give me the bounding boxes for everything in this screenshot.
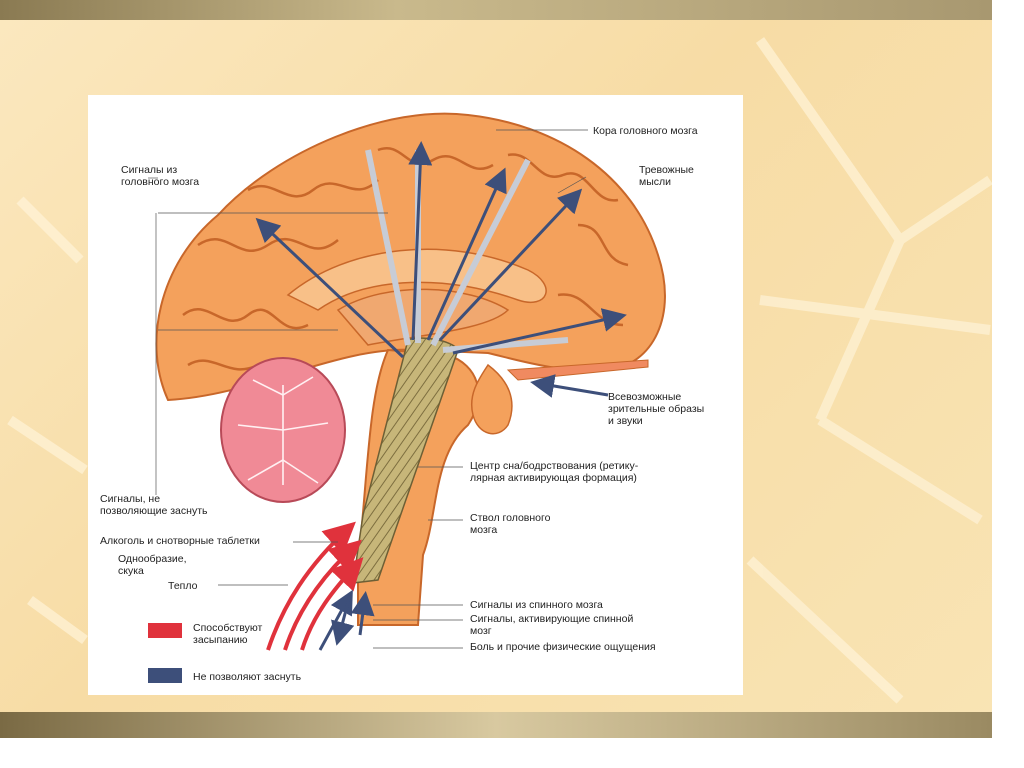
label-visual-sounds: Всевозможные зрительные образы и звуки xyxy=(608,391,705,427)
background-decoration xyxy=(7,37,992,704)
blue-arrows-up xyxy=(255,141,627,359)
label-anxious-thoughts: Тревожные мысли xyxy=(639,164,694,188)
legend-swatch-promote xyxy=(148,623,182,638)
bottom-margin xyxy=(0,738,1024,768)
legend-label-promote: Способствуют засыпанию xyxy=(193,622,263,646)
label-pain: Боль и прочие физические ощущения xyxy=(470,641,656,653)
label-no-sleep-signals: Сигналы, не позволяющие заснуть xyxy=(100,493,208,517)
legend-swatch-prevent xyxy=(148,668,182,683)
label-warmth: Тепло xyxy=(168,580,198,592)
top-band xyxy=(0,0,992,20)
bottom-band xyxy=(0,712,992,738)
spinal-arrows xyxy=(318,589,375,651)
figure-panel: Кора головного мозга Сигналы из головног… xyxy=(88,95,743,695)
label-spinal-activating: Сигналы, активирующие спинной мозг xyxy=(470,613,634,637)
brain-illustration xyxy=(148,112,666,651)
red-arrows xyxy=(266,521,364,651)
label-spinal-signals: Сигналы из спинного мозга xyxy=(470,599,603,611)
visual-input-arrow xyxy=(530,374,609,398)
label-cortex: Кора головного мозга xyxy=(593,125,698,137)
label-brainstem: Ствол головного мозга xyxy=(470,512,551,536)
cerebellum xyxy=(220,357,346,503)
label-monotony: Однообразие, скука xyxy=(118,553,187,577)
optic-structure xyxy=(471,363,513,435)
legend-label-prevent: Не позволяют заснуть xyxy=(193,671,302,683)
label-alcohol: Алкоголь и снотворные таблетки xyxy=(100,535,260,547)
label-brain-signals: Сигналы из головного мозга xyxy=(121,164,200,188)
leader-lines xyxy=(148,129,588,649)
right-margin xyxy=(992,0,1024,768)
label-sleep-center: Центр сна/бодрствования (ретику- лярная … xyxy=(470,460,639,484)
